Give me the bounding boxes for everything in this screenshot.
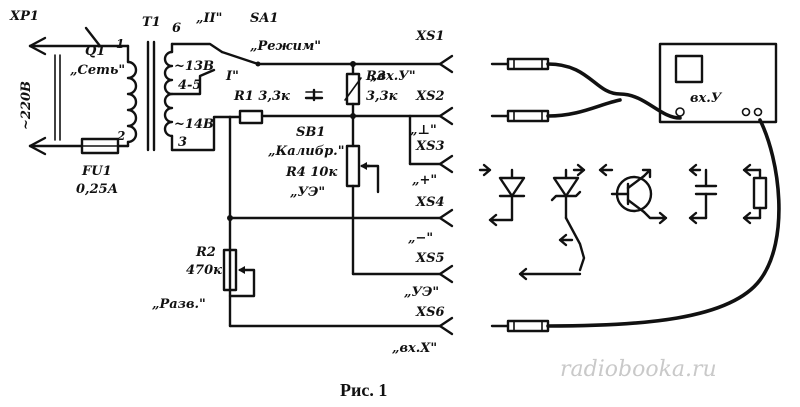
fu1-value-label: 0,25А <box>76 182 118 197</box>
probe-leads <box>490 57 781 333</box>
socket-xs5 <box>438 264 454 284</box>
t1-13v-label: ~13В <box>174 59 214 74</box>
r3-value-label: 3,3к <box>366 89 398 104</box>
q1-pin1-label: 1 <box>116 37 124 51</box>
transformer-t1 <box>126 40 232 152</box>
socket-xs3 <box>438 154 454 174</box>
transistor-icon <box>598 163 668 225</box>
sa1-pos2-label: „II" <box>196 11 222 26</box>
mains-switch-q1 <box>84 26 102 48</box>
t1-tap45-label: 4-5 <box>178 78 202 93</box>
potentiometer-r2 <box>222 248 256 298</box>
sa1-name-label: „Режим" <box>250 39 321 54</box>
mains-plug-xp1 <box>28 36 130 156</box>
r2-label: R2 <box>195 245 216 260</box>
resistor-r1 <box>238 109 264 125</box>
xs5-name-label: „УЭ" <box>404 285 439 300</box>
socket-xs2 <box>438 106 454 126</box>
socket-xs6 <box>438 316 454 336</box>
t1-tap3-label: 3 <box>178 135 187 150</box>
tested-components <box>478 163 768 281</box>
socket-xs1 <box>438 54 454 74</box>
r2-name-label: „Разв." <box>152 297 206 312</box>
mode-switch-sa1 <box>220 50 261 67</box>
r2-value-label: 470к <box>186 263 222 278</box>
mains-voltage-label: ~220В <box>19 81 34 130</box>
xs3-label: XS3 <box>415 139 445 154</box>
xs5-label: XS5 <box>415 251 445 266</box>
sa1-pos1-label: I" <box>225 69 239 84</box>
xp1-label: XP1 <box>9 9 39 24</box>
t1-label: T1 <box>142 15 161 30</box>
q1-pin2-label: 2 <box>116 129 125 143</box>
socket-xs4 <box>438 208 454 228</box>
zener-diode-icon <box>518 163 586 281</box>
xs4-label: XS4 <box>415 195 445 210</box>
r4-label: R4 10к <box>285 165 337 180</box>
q1-label: Q1 <box>85 44 105 59</box>
xs4-name-label: „−" <box>408 231 433 246</box>
xs2-label: XS2 <box>415 89 445 104</box>
fuse-fu1 <box>80 137 130 155</box>
calibrate-button-sb1 <box>304 88 324 102</box>
sb1-label: SB1 <box>296 125 325 140</box>
sa1-label: SA1 <box>250 11 279 26</box>
oscilloscope <box>658 42 778 124</box>
xs6-label: XS6 <box>415 305 445 320</box>
fu1-label: FU1 <box>81 164 112 179</box>
resistor-icon <box>742 163 768 225</box>
r4-name-label: „УЭ" <box>290 185 325 200</box>
diode-icon <box>478 163 526 227</box>
q1-name-label: „Сеть" <box>70 63 125 78</box>
t1-tap6-label: 6 <box>172 21 181 36</box>
xs6-name-label: „вх.Х" <box>392 341 437 356</box>
circuit-wiring <box>227 61 442 328</box>
xs3-name-label: „+" <box>412 173 437 188</box>
xs1-label: XS1 <box>415 29 445 44</box>
t1-14v-label: ~14В <box>174 117 214 132</box>
watermark-text: radiobooka.ru <box>560 357 717 382</box>
r1-label: R1 3,3к <box>233 89 290 104</box>
xs1-name-label: „вх.У" <box>370 69 416 84</box>
sb1-name-label: „Калибр." <box>268 144 344 159</box>
resistor-r3 <box>344 72 362 106</box>
xs2-name-label: „⊥" <box>410 123 437 138</box>
capacitor-icon <box>688 163 718 225</box>
r3-label: R3 <box>365 69 386 84</box>
potentiometer-r4 <box>345 144 371 188</box>
figure-caption: Рис. 1 <box>340 380 387 400</box>
scope-input-y-label: вх.У <box>690 91 723 106</box>
